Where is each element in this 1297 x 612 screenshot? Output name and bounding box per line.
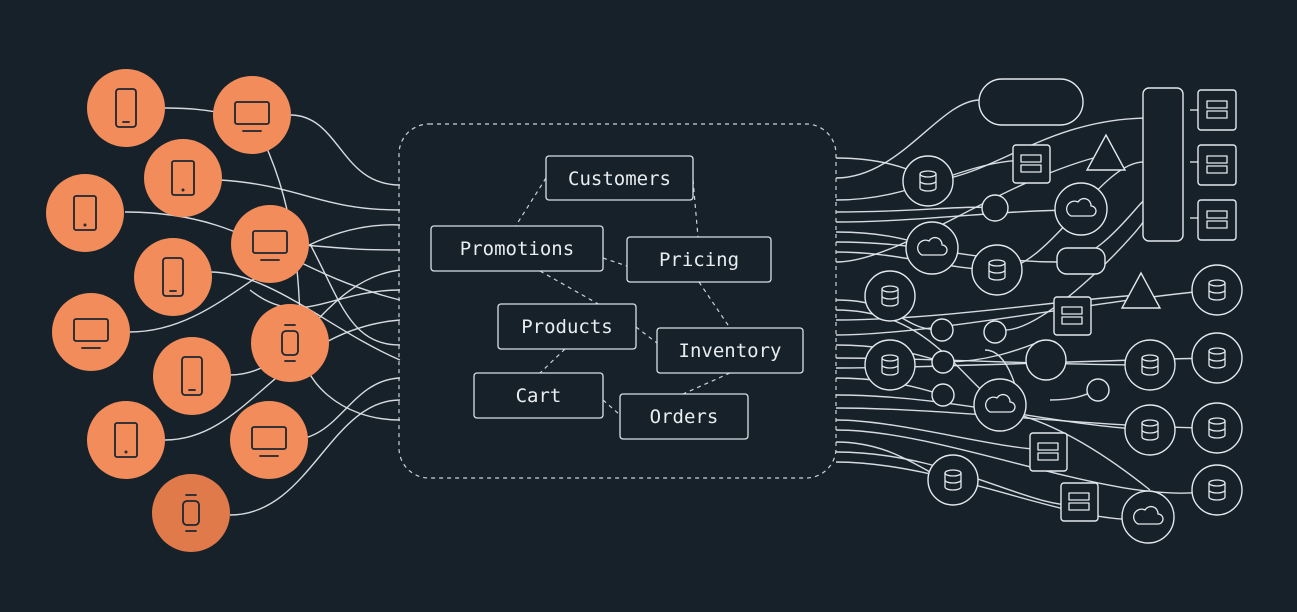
database-icon [902, 155, 954, 207]
server-icon [1197, 144, 1237, 186]
service-label-inventory: Inventory [679, 340, 782, 362]
database-icon [927, 454, 979, 506]
service-cart[interactable]: Cart [473, 372, 604, 419]
device-monitor-4 [230, 401, 308, 479]
junction-node [1025, 339, 1067, 381]
triangle-icon [1120, 271, 1162, 309]
service-label-products: Products [521, 316, 613, 338]
tablet-icon [114, 422, 138, 458]
device-watch-2 [152, 474, 230, 552]
cloud-icon [1121, 490, 1175, 544]
service-orders[interactable]: Orders [619, 393, 749, 440]
database-icon [1191, 464, 1243, 516]
device-monitor-2 [231, 205, 309, 283]
service-links [514, 177, 731, 416]
watch-icon [182, 494, 200, 532]
device-tablet-1 [144, 139, 222, 217]
server-icon [1053, 296, 1092, 336]
database-icon [1191, 402, 1243, 454]
junction-node [931, 350, 955, 374]
tablet-icon [73, 195, 97, 231]
database-icon [864, 339, 916, 391]
cloud-icon [905, 221, 959, 275]
cloud-icon [973, 378, 1027, 432]
cloud-icon [1054, 182, 1108, 236]
junction-node [930, 318, 954, 342]
phone-icon [162, 257, 184, 297]
service-label-orders: Orders [650, 406, 719, 428]
service-pricing[interactable]: Pricing [626, 236, 772, 283]
service-label-cart: Cart [516, 385, 562, 407]
service-inventory[interactable]: Inventory [656, 327, 804, 374]
service-label-pricing: Pricing [659, 249, 739, 271]
server-icon [1060, 482, 1099, 522]
backend-systems [864, 78, 1243, 544]
phone-icon [115, 88, 137, 128]
triangle-icon [1085, 133, 1127, 171]
server-icon [1012, 144, 1051, 184]
phone-icon [181, 356, 203, 396]
server-rack [1142, 87, 1184, 242]
server-icon [1197, 89, 1237, 131]
server-icon [1029, 432, 1068, 472]
device-monitor-1 [213, 76, 291, 154]
monitor-icon [252, 230, 288, 261]
pill-node [978, 78, 1084, 126]
database-icon [1124, 404, 1176, 456]
database-icon [1191, 332, 1243, 384]
service-products[interactable]: Products [497, 303, 637, 350]
device-phone-3 [153, 337, 231, 415]
service-label-customers: Customers [568, 168, 671, 190]
watch-icon [281, 324, 299, 362]
service-customers[interactable]: Customers [545, 155, 694, 201]
service-promotions[interactable]: Promotions [430, 225, 604, 272]
server-icon [1197, 199, 1237, 241]
device-watch-1 [251, 304, 329, 382]
monitor-icon [251, 426, 287, 457]
service-boundary [398, 123, 837, 479]
junction-node [981, 194, 1009, 222]
junction-node [931, 383, 955, 407]
device-tablet-2 [46, 174, 124, 252]
service-label-promotions: Promotions [460, 238, 574, 260]
tablet-icon [171, 160, 195, 196]
device-monitor-3 [52, 293, 130, 371]
client-devices [46, 69, 329, 552]
monitor-icon [73, 318, 109, 349]
junction-node [983, 320, 1007, 344]
database-icon [971, 244, 1023, 296]
device-tablet-3 [87, 401, 165, 479]
device-phone-1 [87, 69, 165, 147]
database-icon [1124, 339, 1176, 391]
database-icon [1191, 264, 1243, 316]
database-icon [864, 270, 916, 322]
device-phone-2 [134, 238, 212, 316]
pill-node-small [1056, 247, 1106, 275]
monitor-icon [234, 101, 270, 132]
junction-node [1086, 378, 1110, 402]
